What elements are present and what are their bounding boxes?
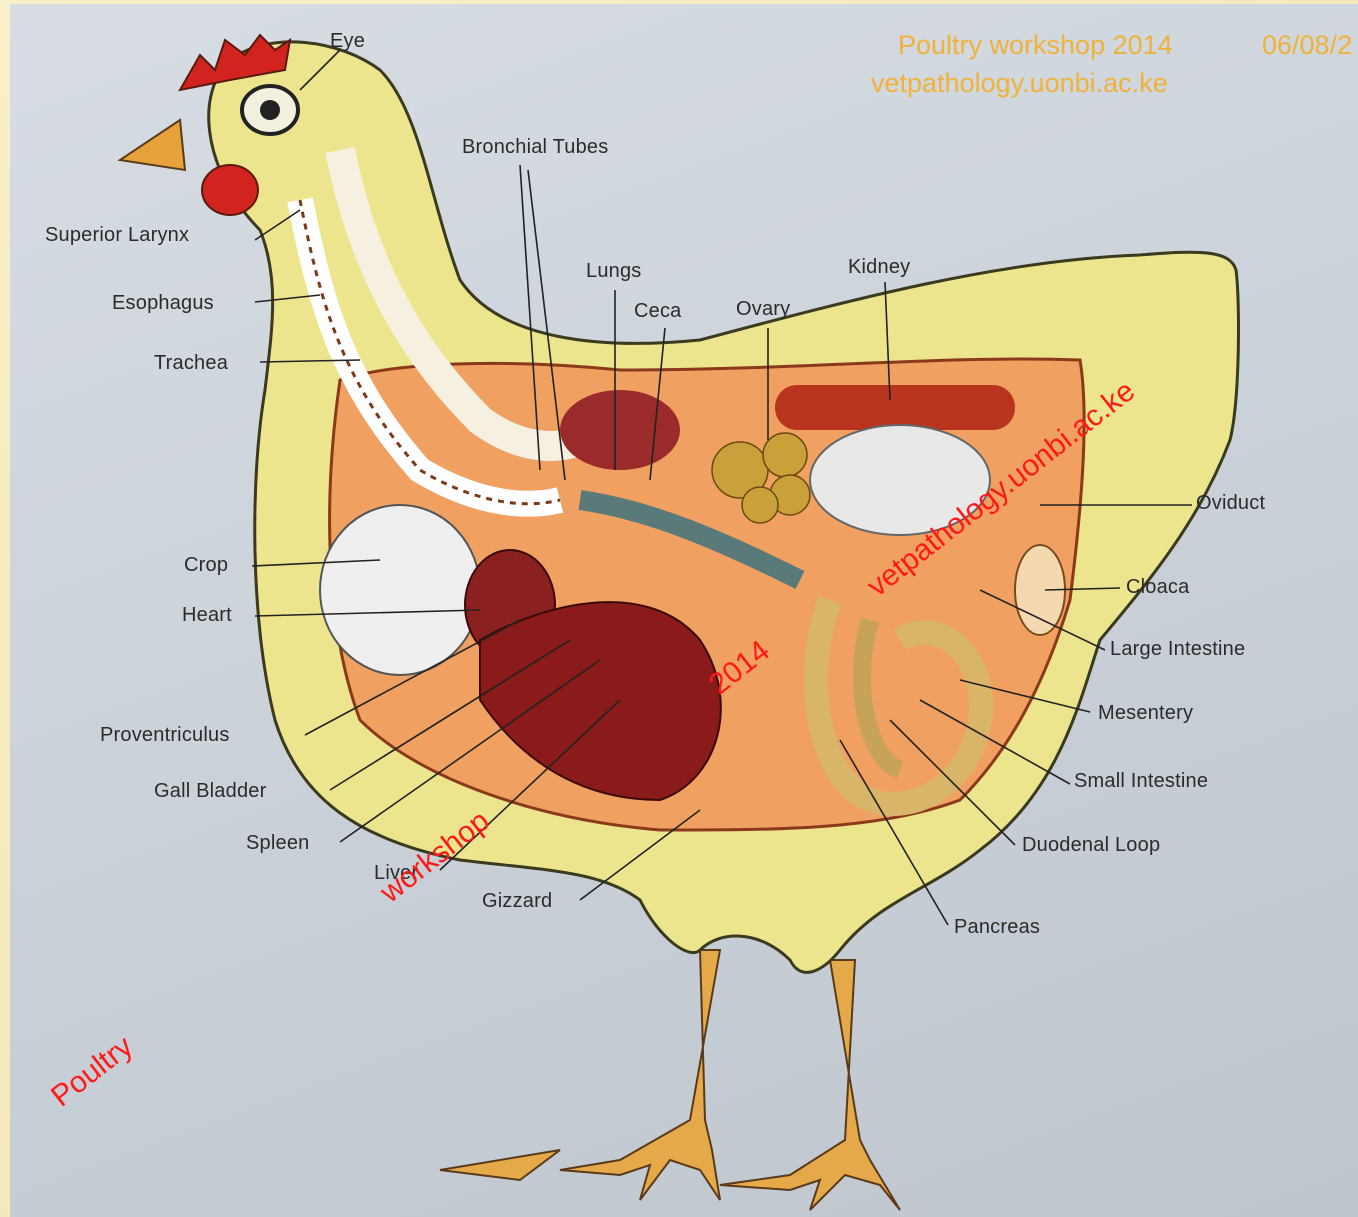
label-large-intestine: Large Intestine — [1110, 638, 1245, 661]
label-bronchial-tubes: Bronchial Tubes — [462, 136, 608, 159]
label-spleen: Spleen — [246, 832, 309, 855]
lungs-organ — [560, 390, 680, 470]
label-heart: Heart — [182, 604, 232, 627]
watermark-date: 06/08/2 — [1262, 30, 1352, 61]
label-lungs: Lungs — [586, 260, 642, 283]
label-oviduct: Oviduct — [1196, 492, 1265, 515]
watermark-website: vetpathology.uonbi.ac.ke — [871, 68, 1168, 99]
crop-organ — [320, 505, 480, 675]
diagram-photo: Eye Bronchial Tubes Superior Larynx Esop… — [10, 4, 1358, 1217]
label-proventriculus: Proventriculus — [100, 724, 230, 747]
legs — [440, 950, 900, 1210]
wattle — [202, 165, 258, 215]
label-gall-bladder: Gall Bladder — [154, 780, 266, 803]
label-crop: Crop — [184, 554, 228, 577]
label-superior-larynx: Superior Larynx — [45, 224, 189, 247]
label-small-intestine: Small Intestine — [1074, 770, 1208, 793]
label-esophagus: Esophagus — [112, 292, 214, 315]
label-ovary: Ovary — [736, 298, 790, 321]
kidney-organ — [775, 385, 1015, 430]
watermark-event: Poultry workshop 2014 — [898, 30, 1173, 61]
label-eye: Eye — [330, 30, 365, 53]
label-duodenal-loop: Duodenal Loop — [1022, 834, 1160, 857]
label-kidney: Kidney — [848, 256, 910, 279]
label-trachea: Trachea — [154, 352, 228, 375]
label-ceca: Ceca — [634, 300, 682, 323]
label-cloaca: Cloaca — [1126, 576, 1189, 599]
label-pancreas: Pancreas — [954, 916, 1040, 939]
label-mesentery: Mesentery — [1098, 702, 1193, 725]
beak — [120, 120, 185, 170]
label-gizzard: Gizzard — [482, 890, 552, 913]
